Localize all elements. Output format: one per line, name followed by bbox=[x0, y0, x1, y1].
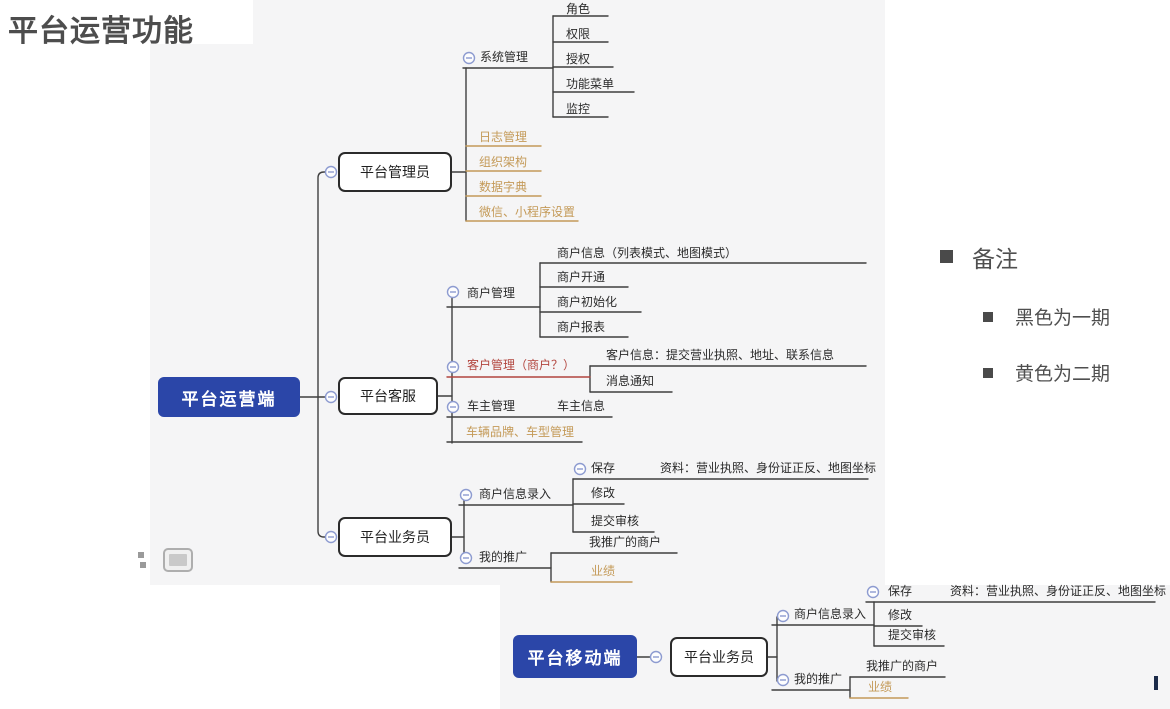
node-vehicle-brand[interactable]: 车辆品牌、车型管理 bbox=[466, 425, 575, 439]
node-data-dictionary[interactable]: 数据字典 bbox=[479, 180, 528, 194]
node-owner-mgmt[interactable]: 车主管理 bbox=[467, 399, 516, 413]
collapse-icon[interactable] bbox=[446, 400, 460, 414]
collapse-icon[interactable] bbox=[324, 390, 338, 404]
branch-node-service[interactable]: 平台客服 bbox=[338, 377, 438, 415]
node-mobile-merchant-entry[interactable]: 商户信息录入 bbox=[794, 607, 867, 621]
node-promoted-merchants[interactable]: 我推广的商户 bbox=[589, 535, 662, 549]
node-merchant-init[interactable]: 商户初始化 bbox=[557, 295, 618, 309]
title-background bbox=[0, 0, 253, 44]
legend-bullet bbox=[940, 250, 953, 263]
node-mobile-submit-review[interactable]: 提交审核 bbox=[888, 628, 937, 642]
canvas-frame-icon bbox=[163, 548, 193, 572]
node-org-structure[interactable]: 组织架构 bbox=[479, 155, 528, 169]
branch-node-mobile-sales[interactable]: 平台业务员 bbox=[670, 637, 768, 677]
node-log-mgmt[interactable]: 日志管理 bbox=[479, 130, 528, 144]
legend-bullet bbox=[983, 368, 993, 378]
collapse-icon[interactable] bbox=[446, 360, 460, 374]
branch-node-sales[interactable]: 平台业务员 bbox=[338, 517, 452, 557]
node-performance[interactable]: 业绩 bbox=[591, 564, 616, 578]
node-mobile-promoted-merchants[interactable]: 我推广的商户 bbox=[866, 659, 939, 673]
collapse-icon[interactable] bbox=[459, 551, 473, 565]
collapse-icon[interactable] bbox=[649, 650, 663, 664]
node-my-promotion[interactable]: 我的推广 bbox=[479, 550, 528, 564]
legend-item-phase1: 黑色为一期 bbox=[1015, 308, 1111, 329]
page-title: 平台运营功能 bbox=[8, 15, 194, 48]
node-message-notify[interactable]: 消息通知 bbox=[606, 374, 655, 388]
collapse-icon[interactable] bbox=[324, 165, 338, 179]
node-role[interactable]: 角色 bbox=[566, 2, 591, 16]
node-system-mgmt[interactable]: 系统管理 bbox=[480, 50, 529, 64]
node-merchant-info[interactable]: 商户信息（列表模式、地图模式） bbox=[557, 246, 738, 260]
node-customer-info[interactable]: 客户信息：提交营业执照、地址、联系信息 bbox=[606, 348, 835, 362]
collapse-icon[interactable] bbox=[446, 285, 460, 299]
collapse-icon[interactable] bbox=[776, 673, 790, 687]
watermark-fragment-icon bbox=[138, 551, 148, 570]
mindmap-canvas-main bbox=[150, 0, 885, 585]
collapse-icon[interactable] bbox=[459, 488, 473, 502]
node-mobile-my-promotion[interactable]: 我的推广 bbox=[794, 672, 843, 686]
node-mobile-performance[interactable]: 业绩 bbox=[868, 680, 893, 694]
node-merchant-entry[interactable]: 商户信息录入 bbox=[479, 487, 552, 501]
node-merchant-mgmt[interactable]: 商户管理 bbox=[467, 286, 516, 300]
legend-bullet bbox=[983, 312, 993, 322]
node-save[interactable]: 保存 bbox=[591, 461, 616, 475]
root-node-platform-mobile[interactable]: 平台移动端 bbox=[513, 635, 637, 678]
node-merchant-report[interactable]: 商户报表 bbox=[557, 320, 606, 334]
node-permission[interactable]: 权限 bbox=[566, 27, 591, 41]
phase2-lines bbox=[465, 145, 909, 699]
node-mobile-save[interactable]: 保存 bbox=[888, 584, 913, 598]
node-save-materials[interactable]: 资料：营业执照、身份证正反、地图坐标 bbox=[660, 461, 877, 475]
legend-item-phase2: 黄色为二期 bbox=[1015, 364, 1111, 385]
collapse-icon[interactable] bbox=[324, 530, 338, 544]
collapse-icon[interactable] bbox=[866, 585, 880, 599]
collapse-icon[interactable] bbox=[776, 609, 790, 623]
node-mobile-modify[interactable]: 修改 bbox=[888, 608, 913, 622]
scrollbar-fragment bbox=[1154, 676, 1158, 690]
node-monitor[interactable]: 监控 bbox=[566, 102, 591, 116]
collapse-icon[interactable] bbox=[462, 51, 476, 65]
node-modify[interactable]: 修改 bbox=[591, 486, 616, 500]
node-customer-mgmt[interactable]: 客户管理（商户？） bbox=[467, 358, 576, 372]
node-function-menu[interactable]: 功能菜单 bbox=[566, 77, 615, 91]
branch-node-admin[interactable]: 平台管理员 bbox=[338, 152, 452, 192]
node-merchant-open[interactable]: 商户开通 bbox=[557, 270, 606, 284]
collapse-icons bbox=[324, 51, 880, 687]
legend-title: 备注 bbox=[972, 246, 1018, 272]
node-wechat-miniapp[interactable]: 微信、小程序设置 bbox=[479, 205, 576, 219]
phase1-lines bbox=[299, 15, 1156, 699]
root-node-platform-ops[interactable]: 平台运营端 bbox=[158, 377, 300, 417]
node-submit-review[interactable]: 提交审核 bbox=[591, 514, 640, 528]
node-mobile-save-materials[interactable]: 资料：营业执照、身份证正反、地图坐标 bbox=[950, 584, 1167, 598]
node-owner-info[interactable]: 车主信息 bbox=[557, 399, 606, 413]
node-authorize[interactable]: 授权 bbox=[566, 52, 591, 66]
collapse-icon[interactable] bbox=[573, 462, 587, 476]
